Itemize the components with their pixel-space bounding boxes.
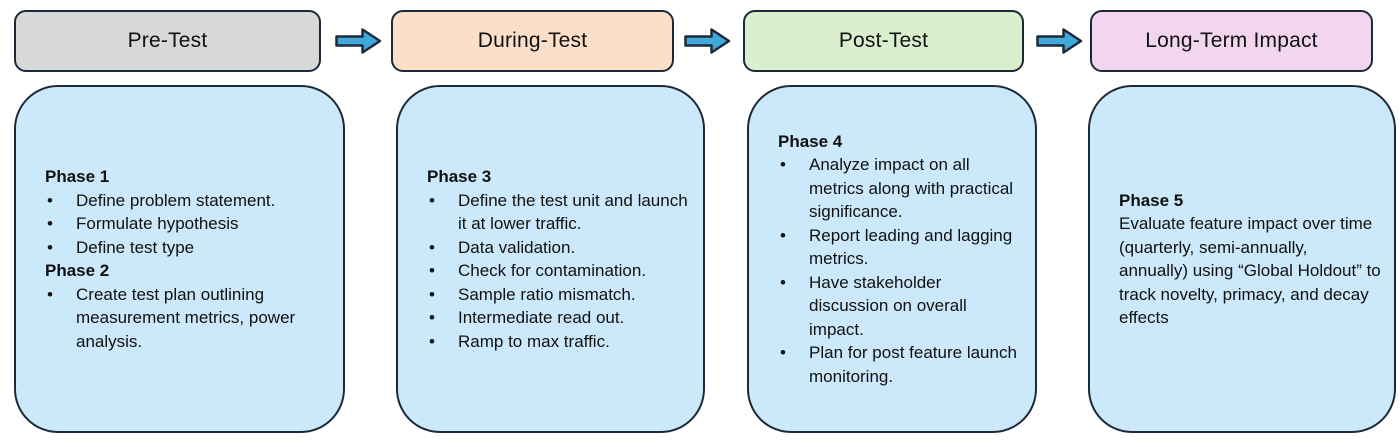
stage-header-during-test: During-Test (391, 10, 674, 72)
stage-header-pre-test: Pre-Test (14, 10, 321, 72)
stage-card-pre-test: Phase 1 Define problem statement. Formul… (14, 85, 345, 433)
phase-label: Phase 2 (45, 261, 110, 280)
bullet-item: Ramp to max traffic. (427, 330, 690, 354)
flow-arrow-icon (1036, 28, 1083, 54)
bullet-item: Create test plan outlining measurement m… (45, 283, 330, 354)
stage-card-content: Phase 3 Define the test unit and launch … (398, 165, 703, 353)
stage-header-long-term-impact: Long-Term Impact (1090, 10, 1373, 72)
bullet-item: Plan for post feature launch monitoring. (778, 341, 1022, 388)
stage-card-content: Phase 5 Evaluate feature impact over tim… (1090, 189, 1394, 330)
bullet-item: Check for contamination. (427, 259, 690, 283)
bullet-item: Analyze impact on all metrics along with… (778, 153, 1022, 224)
stage-title: During-Test (477, 29, 588, 52)
stage-title: Long-Term Impact (1145, 29, 1318, 52)
flow-arrow-icon (335, 28, 382, 54)
stage-card-content: Phase 1 Define problem statement. Formul… (16, 165, 343, 353)
stage-card-post-test: Phase 4 Analyze impact on all metrics al… (747, 85, 1037, 433)
phase-label: Phase 1 (45, 167, 110, 186)
stage-card-long-term-impact: Phase 5 Evaluate feature impact over tim… (1088, 85, 1396, 433)
bullet-item: Define test type (45, 236, 330, 260)
stage-card-content: Phase 4 Analyze impact on all metrics al… (749, 130, 1035, 389)
bullet-item: Formulate hypothesis (45, 212, 330, 236)
bullet-item: Sample ratio mismatch. (427, 283, 690, 307)
phase-label: Phase 4 (778, 131, 843, 151)
stage-title: Pre-Test (127, 29, 208, 52)
flow-arrow-icon (684, 28, 731, 54)
bullet-item: Define problem statement. (45, 189, 330, 213)
bullet-item: Have stakeholder discussion on overall i… (778, 271, 1022, 342)
phase-text: Evaluate feature impact over time (quart… (1119, 214, 1381, 327)
stage-title: Post-Test (838, 29, 929, 52)
bullet-item: Report leading and lagging metrics. (778, 224, 1022, 271)
phase-label: Phase 3 (427, 167, 492, 186)
bullet-item: Data validation. (427, 236, 690, 260)
stage-card-during-test: Phase 3 Define the test unit and launch … (396, 85, 705, 433)
stage-header-post-test: Post-Test (743, 10, 1024, 72)
phase-label: Phase 5 (1119, 190, 1184, 210)
bullet-item: Define the test unit and launch it at lo… (427, 189, 690, 236)
bullet-item: Intermediate read out. (427, 306, 690, 330)
